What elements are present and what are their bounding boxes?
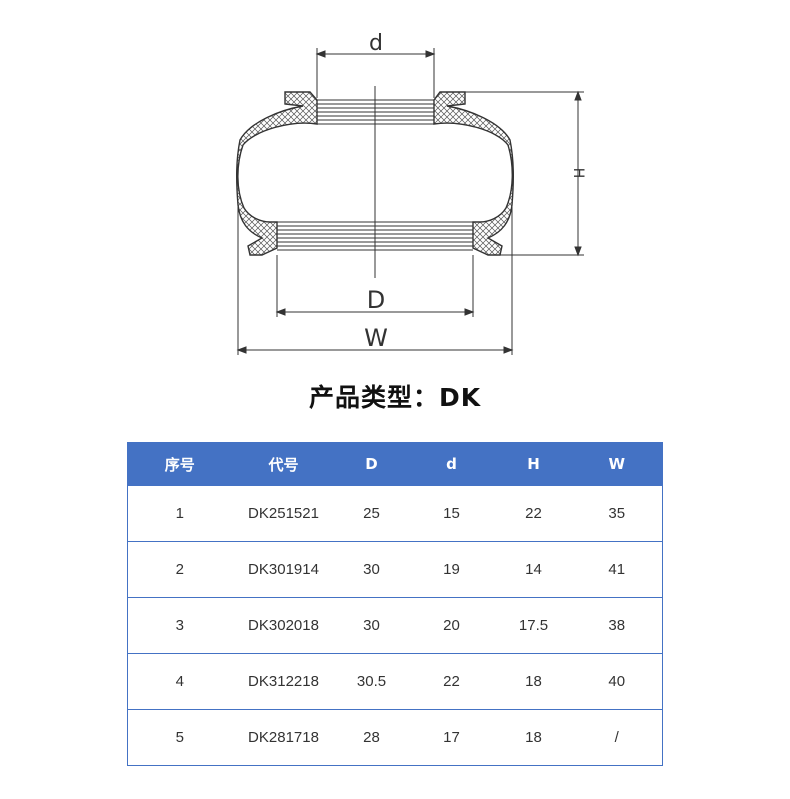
cell-d: 22 (407, 653, 496, 710)
cell-H: 14 (495, 541, 572, 598)
label-D: D (367, 286, 385, 314)
header-code: 代号 (231, 442, 336, 486)
cell-D: 28 (335, 709, 408, 766)
cell-W: 40 (571, 653, 663, 710)
bottom-base-threads (277, 221, 473, 251)
cell-d: 20 (407, 597, 496, 654)
right-wall-section (433, 91, 515, 256)
cell-W: 35 (571, 485, 663, 542)
table-row: 3 DK302018 30 20 17.5 38 (127, 597, 663, 654)
dimension-W (236, 200, 514, 355)
spec-table: 序号 代号 D d H W 1 DK251521 25 15 22 35 2 D… (127, 442, 663, 766)
cell-d: 15 (407, 485, 496, 542)
cell-D: 30 (335, 541, 408, 598)
cell-code: DK302018 (231, 597, 336, 654)
cell-index: 2 (127, 541, 232, 598)
left-wall-section (235, 91, 318, 256)
product-type-title: 产品类型：DK (308, 383, 482, 412)
header-H: H (495, 442, 572, 486)
table-row: 4 DK312218 30.5 22 18 40 (127, 653, 663, 710)
cell-W: / (571, 709, 663, 766)
cell-H: 22 (495, 485, 572, 542)
cell-W: 38 (571, 597, 663, 654)
cell-D: 25 (335, 485, 408, 542)
table-row: 5 DK281718 28 17 18 / (127, 709, 663, 766)
dimension-D (275, 255, 475, 317)
label-H: H (570, 168, 586, 179)
cell-D: 30.5 (335, 653, 408, 710)
table-row: 2 DK301914 30 19 14 41 (127, 541, 663, 598)
cell-index: 4 (127, 653, 232, 710)
cell-d: 19 (407, 541, 496, 598)
cell-H: 17.5 (495, 597, 572, 654)
label-d: d (369, 31, 383, 56)
table-header-row: 序号 代号 D d H W (127, 442, 663, 486)
header-d: d (407, 442, 496, 486)
header-W: W (571, 442, 663, 486)
top-neck-threads (317, 99, 434, 125)
cell-code: DK312218 (231, 653, 336, 710)
cell-code: DK251521 (231, 485, 336, 542)
header-D: D (335, 442, 408, 486)
label-W: W (364, 324, 388, 352)
cell-D: 30 (335, 597, 408, 654)
cell-H: 18 (495, 653, 572, 710)
bellows-technical-drawing: d H D (235, 31, 586, 355)
cell-index: 3 (127, 597, 232, 654)
header-index: 序号 (127, 442, 232, 486)
cell-index: 5 (127, 709, 232, 766)
table-row: 1 DK251521 25 15 22 35 (127, 485, 663, 542)
cell-code: DK301914 (231, 541, 336, 598)
cell-W: 41 (571, 541, 663, 598)
cell-d: 17 (407, 709, 496, 766)
dimension-H (465, 90, 584, 257)
cell-H: 18 (495, 709, 572, 766)
cell-index: 1 (127, 485, 232, 542)
cell-code: DK281718 (231, 709, 336, 766)
dimension-d (315, 48, 436, 98)
